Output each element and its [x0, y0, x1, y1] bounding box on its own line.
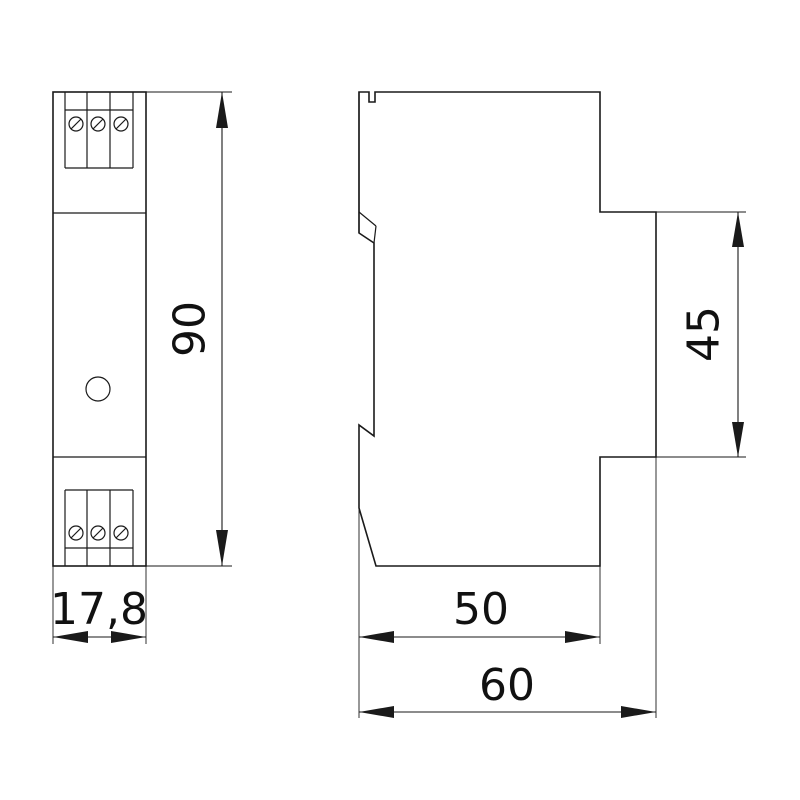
- arrow-left-icon: [53, 631, 88, 643]
- dimension-depth-body: 50: [358, 508, 601, 718]
- dimension-height-label: 90: [165, 301, 216, 357]
- front-view-body: [52, 91, 147, 567]
- arrow-up-icon: [732, 212, 744, 247]
- arrow-down-icon: [732, 422, 744, 457]
- dimension-height: 90: [146, 91, 232, 567]
- arrow-right-icon: [621, 706, 656, 718]
- arrow-down-icon: [216, 530, 228, 566]
- dimension-depth-total-label: 60: [479, 660, 535, 711]
- arrow-right-icon: [565, 631, 600, 643]
- dimension-depth-body-label: 50: [453, 584, 509, 635]
- arrow-right-icon: [111, 631, 146, 643]
- side-view: [358, 91, 657, 567]
- arrow-up-icon: [216, 92, 228, 128]
- dimension-front-width: 17,8: [50, 566, 148, 644]
- terminal-screw-icon: [113, 116, 129, 132]
- front-view: [52, 91, 147, 567]
- top-terminal-block: [53, 92, 146, 214]
- arrow-left-icon: [359, 631, 394, 643]
- terminal-screw-icon: [90, 116, 106, 132]
- terminal-screw-icon: [68, 116, 84, 132]
- arrow-left-icon: [359, 706, 394, 718]
- indicator-led-icon: [85, 376, 111, 402]
- dimension-depth-total: 60: [359, 457, 657, 718]
- dimension-front-height: 45: [656, 211, 746, 458]
- dimension-front-width-label: 17,8: [50, 584, 148, 635]
- dimension-front-height-label: 45: [679, 306, 730, 362]
- terminal-screw-icon: [113, 525, 129, 541]
- bottom-terminal-block: [53, 456, 146, 566]
- terminal-screw-icon: [90, 525, 106, 541]
- side-view-profile: [358, 91, 657, 567]
- terminal-screw-icon: [68, 525, 84, 541]
